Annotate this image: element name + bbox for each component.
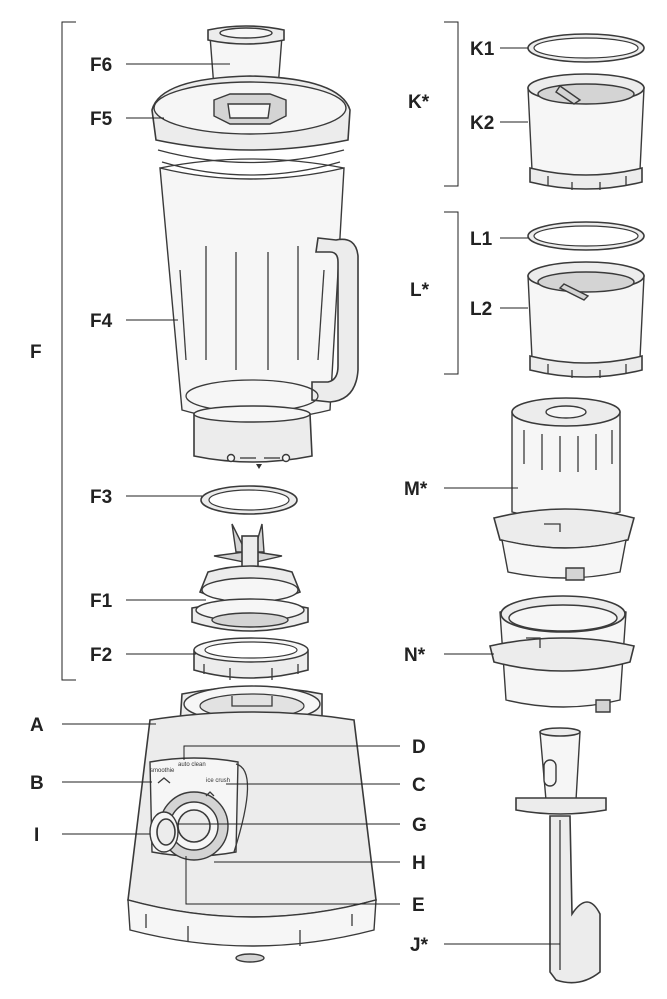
callout-f5: F5 (90, 109, 113, 130)
callout-k2: K2 (470, 113, 494, 134)
grinding-mill-k2 (527, 73, 645, 190)
callout-h: H (412, 853, 426, 874)
callout-d: D (412, 737, 426, 758)
callout-f2: F2 (90, 645, 112, 666)
spatula-j (515, 727, 607, 984)
callout-e: E (412, 895, 425, 916)
bracket-f (61, 21, 76, 681)
leader-e (185, 856, 400, 905)
seal-ring-l1 (527, 221, 645, 251)
bowl-with-lid-m (493, 397, 635, 581)
panel-label-ice-crush: ice crush (206, 778, 230, 784)
callout-n: N* (404, 645, 426, 666)
callout-b: B (30, 773, 44, 794)
locking-ring-f2 (193, 637, 309, 680)
motor-base-a (127, 685, 377, 963)
callout-m: M* (404, 479, 428, 500)
panel-label-smoothie: smoothie (150, 768, 175, 774)
callout-a: A (30, 715, 44, 736)
callout-j: J* (410, 935, 429, 956)
bowl-n (489, 595, 635, 713)
callout-f1: F1 (90, 591, 113, 612)
blade-assembly-f1 (191, 523, 309, 632)
leader-d (183, 745, 400, 760)
callout-l2: L2 (470, 299, 492, 320)
seal-ring-f3 (200, 485, 298, 515)
callout-g: G (412, 815, 427, 836)
callout-f: F (30, 342, 42, 363)
callout-f3: F3 (90, 487, 112, 508)
callout-c: C (412, 775, 426, 796)
jug-f4 (159, 158, 359, 469)
callout-l1: L1 (470, 229, 493, 250)
bracket-k (444, 21, 459, 187)
callout-f6: F6 (90, 55, 112, 76)
callout-k1: K1 (470, 39, 495, 60)
bracket-l (444, 211, 459, 375)
callout-l: L* (410, 280, 430, 301)
callout-k: K* (408, 92, 430, 113)
callout-i: I (34, 825, 39, 846)
lid-f5 (151, 75, 351, 176)
callout-f4: F4 (90, 311, 113, 332)
panel-label-auto-clean: auto clean (178, 762, 206, 768)
seal-ring-k1 (527, 33, 645, 63)
grinding-mill-l2 (527, 261, 645, 378)
